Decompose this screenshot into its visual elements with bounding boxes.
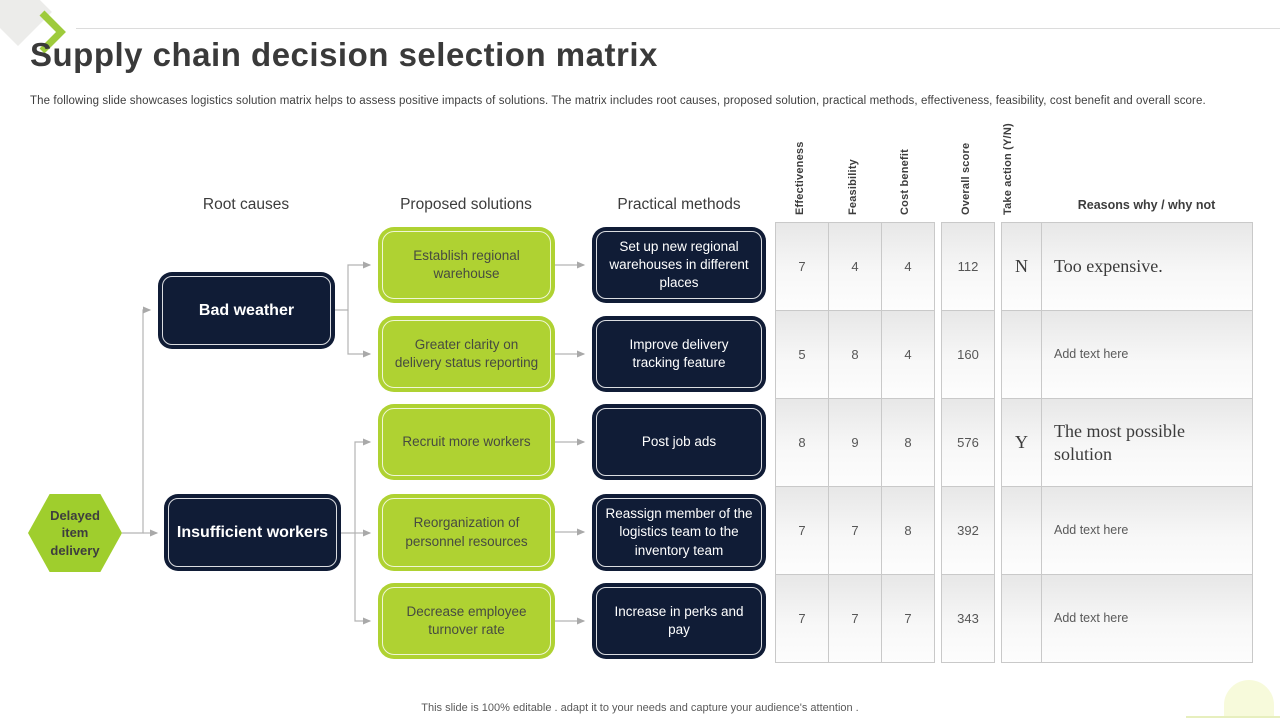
proposed-solution-label: Reorganization of personnel resources [405, 515, 528, 549]
root-cause-box: Bad weather [158, 272, 335, 349]
dome-decoration [1224, 680, 1274, 718]
proposed-solution-label: Decrease employee turnover rate [406, 603, 527, 637]
dome-decoration-line [1186, 716, 1280, 718]
column-header-reasons: Reasons why / why not [1077, 198, 1216, 212]
cost-benefit-cell: 8 [882, 399, 934, 486]
proposed-solution-box: Greater clarity on delivery status repor… [378, 316, 555, 392]
feasibility-cell: 7 [829, 575, 881, 662]
practical-method-box: Improve delivery tracking feature [592, 316, 766, 392]
header-root-causes: Root causes [202, 196, 290, 213]
practical-method-label: Reassign member of the logistics team to… [605, 506, 753, 558]
practical-method-box: Reassign member of the logistics team to… [592, 494, 766, 571]
take-action-cell: N [1002, 223, 1041, 310]
problem-label: Delayed item delivery [50, 507, 100, 558]
practical-method-label: Increase in perks and pay [614, 603, 744, 637]
header-proposed-solutions: Proposed solutions [400, 196, 532, 213]
take-action-cell [1002, 311, 1041, 398]
feasibility-cell: 7 [829, 487, 881, 574]
proposed-solution-box: Decrease employee turnover rate [378, 583, 555, 659]
root-cause-label: Bad weather [198, 301, 295, 319]
practical-method-box: Set up new regional warehouses in differ… [592, 227, 766, 303]
overall-score-cell: 392 [942, 487, 994, 574]
reason-cell: The most possible solution [1042, 399, 1252, 486]
overall-score-cell: 343 [942, 575, 994, 662]
overall-score-cell: 112 [942, 223, 994, 310]
feasibility-cell: 8 [829, 311, 881, 398]
proposed-solution-label: Greater clarity on delivery status repor… [394, 336, 539, 370]
score-table-group: 7 4 4 5 8 4 8 9 8 7 7 8 7 7 7 [775, 222, 935, 663]
root-cause-box: Insufficient workers [164, 494, 341, 571]
reason-cell: Add text here [1042, 487, 1252, 574]
cost-benefit-cell: 4 [882, 223, 934, 310]
overall-score-cell: 160 [942, 311, 994, 398]
proposed-solution-box: Establish regional warehouse [378, 227, 555, 303]
effectiveness-cell: 7 [776, 223, 828, 310]
header-practical-methods: Practical methods [617, 196, 741, 213]
effectiveness-cell: 7 [776, 575, 828, 662]
proposed-solution-box: Reorganization of personnel resources [378, 494, 555, 571]
page-title: Supply chain decision selection matrix [30, 36, 658, 73]
proposed-solution-box: Recruit more workers [378, 404, 555, 480]
overall-score-group: 112 160 576 392 343 [941, 222, 995, 663]
top-divider-line [76, 28, 1280, 29]
reason-cell: Add text here [1042, 311, 1252, 398]
overall-score-cell: 576 [942, 399, 994, 486]
reason-cell: Add text here [1042, 575, 1252, 662]
take-action-cell: Y [1002, 399, 1041, 486]
slide-subtitle: The following slide showcases logistics … [30, 95, 1206, 107]
take-action-cell [1002, 487, 1041, 574]
chevron-icon [39, 10, 66, 54]
slide-footer: This slide is 100% editable . adapt it t… [421, 702, 859, 714]
practical-method-box: Increase in perks and pay [592, 583, 766, 659]
proposed-solution-label: Recruit more workers [402, 433, 531, 449]
feasibility-cell: 9 [829, 399, 881, 486]
effectiveness-cell: 7 [776, 487, 828, 574]
proposed-solution-label: Establish regional warehouse [413, 247, 520, 281]
practical-method-box: Post job ads [592, 404, 766, 480]
effectiveness-cell: 5 [776, 311, 828, 398]
root-cause-label: Insufficient workers [176, 523, 329, 541]
cost-benefit-cell: 4 [882, 311, 934, 398]
problem-node: Delayed item delivery [28, 494, 122, 572]
practical-method-label: Improve delivery tracking feature [629, 336, 729, 370]
effectiveness-cell: 8 [776, 399, 828, 486]
practical-method-label: Set up new regional warehouses in differ… [609, 238, 749, 291]
reason-cell: Too expensive. [1042, 223, 1252, 310]
cost-benefit-cell: 7 [882, 575, 934, 662]
feasibility-cell: 4 [829, 223, 881, 310]
action-reasons-group: N Too expensive. Add text here Y The mos… [1001, 222, 1253, 663]
cost-benefit-cell: 8 [882, 487, 934, 574]
practical-method-label: Post job ads [641, 433, 717, 449]
take-action-cell [1002, 575, 1041, 662]
